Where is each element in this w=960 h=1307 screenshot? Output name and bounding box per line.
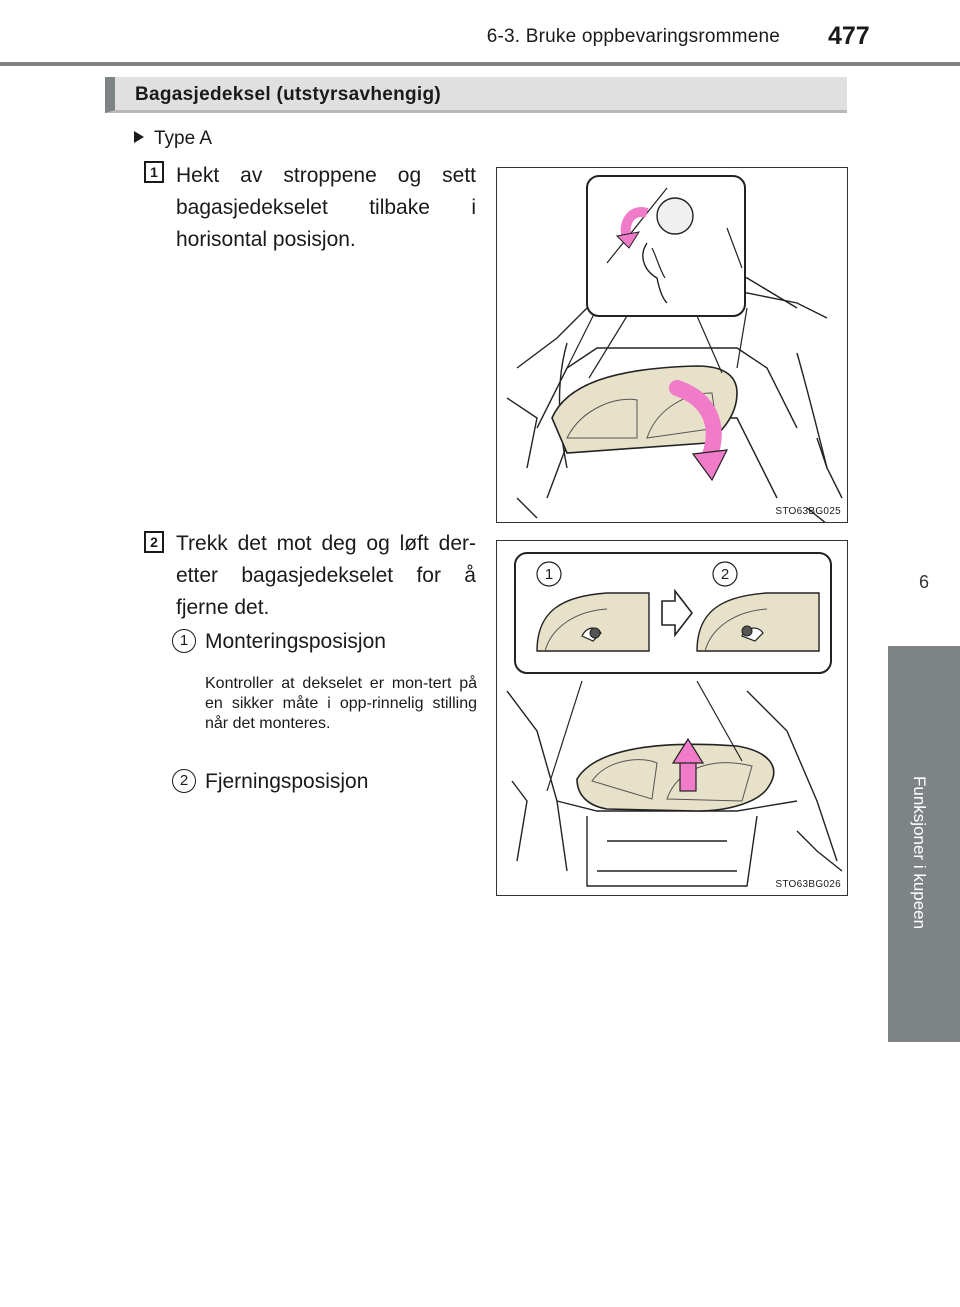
section-header: Bagasjedeksel (utstyrsavhengig) <box>105 77 847 113</box>
step-2-text: Trekk det mot deg og løft der-etter baga… <box>176 532 476 619</box>
position-2-label: Fjerningsposisjon <box>205 770 369 793</box>
callout-label-2: 2 <box>721 566 729 583</box>
trunk-illustration-2: 1 2 <box>506 552 843 887</box>
callout-label-1: 1 <box>545 566 553 583</box>
step-number-2: 2 <box>144 531 164 553</box>
figure-trunk-cover-removal: 1 2 STO63BG026 <box>496 540 848 896</box>
step-1-text: Hekt av stroppene og sett bagasjedeksele… <box>176 164 476 251</box>
chapter-tab <box>888 646 960 1042</box>
header-rule <box>0 62 960 66</box>
trunk-illustration-1 <box>506 175 843 522</box>
chapter-title: Funksjoner i kupeen <box>910 776 929 930</box>
callout-circle-1 <box>536 561 562 587</box>
position-1-label: Monteringsposisjon <box>205 630 386 653</box>
position-1-note: Kontroller at dekselet er mon-tert på en… <box>205 675 477 732</box>
position-number-1: 1 <box>172 629 196 653</box>
type-bullet: Type A <box>134 128 212 150</box>
chapter-number: 6 <box>918 572 929 592</box>
callout-circle-2 <box>712 561 738 587</box>
type-label: Type A <box>154 128 213 149</box>
figure-code: STO63BG026 <box>775 879 841 890</box>
section-title: Bagasjedeksel (utstyrsavhengig) <box>135 84 442 105</box>
figure-code: STO63BG025 <box>775 506 841 517</box>
running-header-title: 6-3. Bruke oppbevaringsrommene <box>486 26 780 47</box>
step-number-1: 1 <box>144 161 164 183</box>
page-number: 477 <box>828 22 870 50</box>
triangle-bullet-icon <box>134 131 144 143</box>
figure-trunk-cover-horizontal: STO63BG025 <box>496 167 848 523</box>
position-number-2: 2 <box>172 769 196 793</box>
